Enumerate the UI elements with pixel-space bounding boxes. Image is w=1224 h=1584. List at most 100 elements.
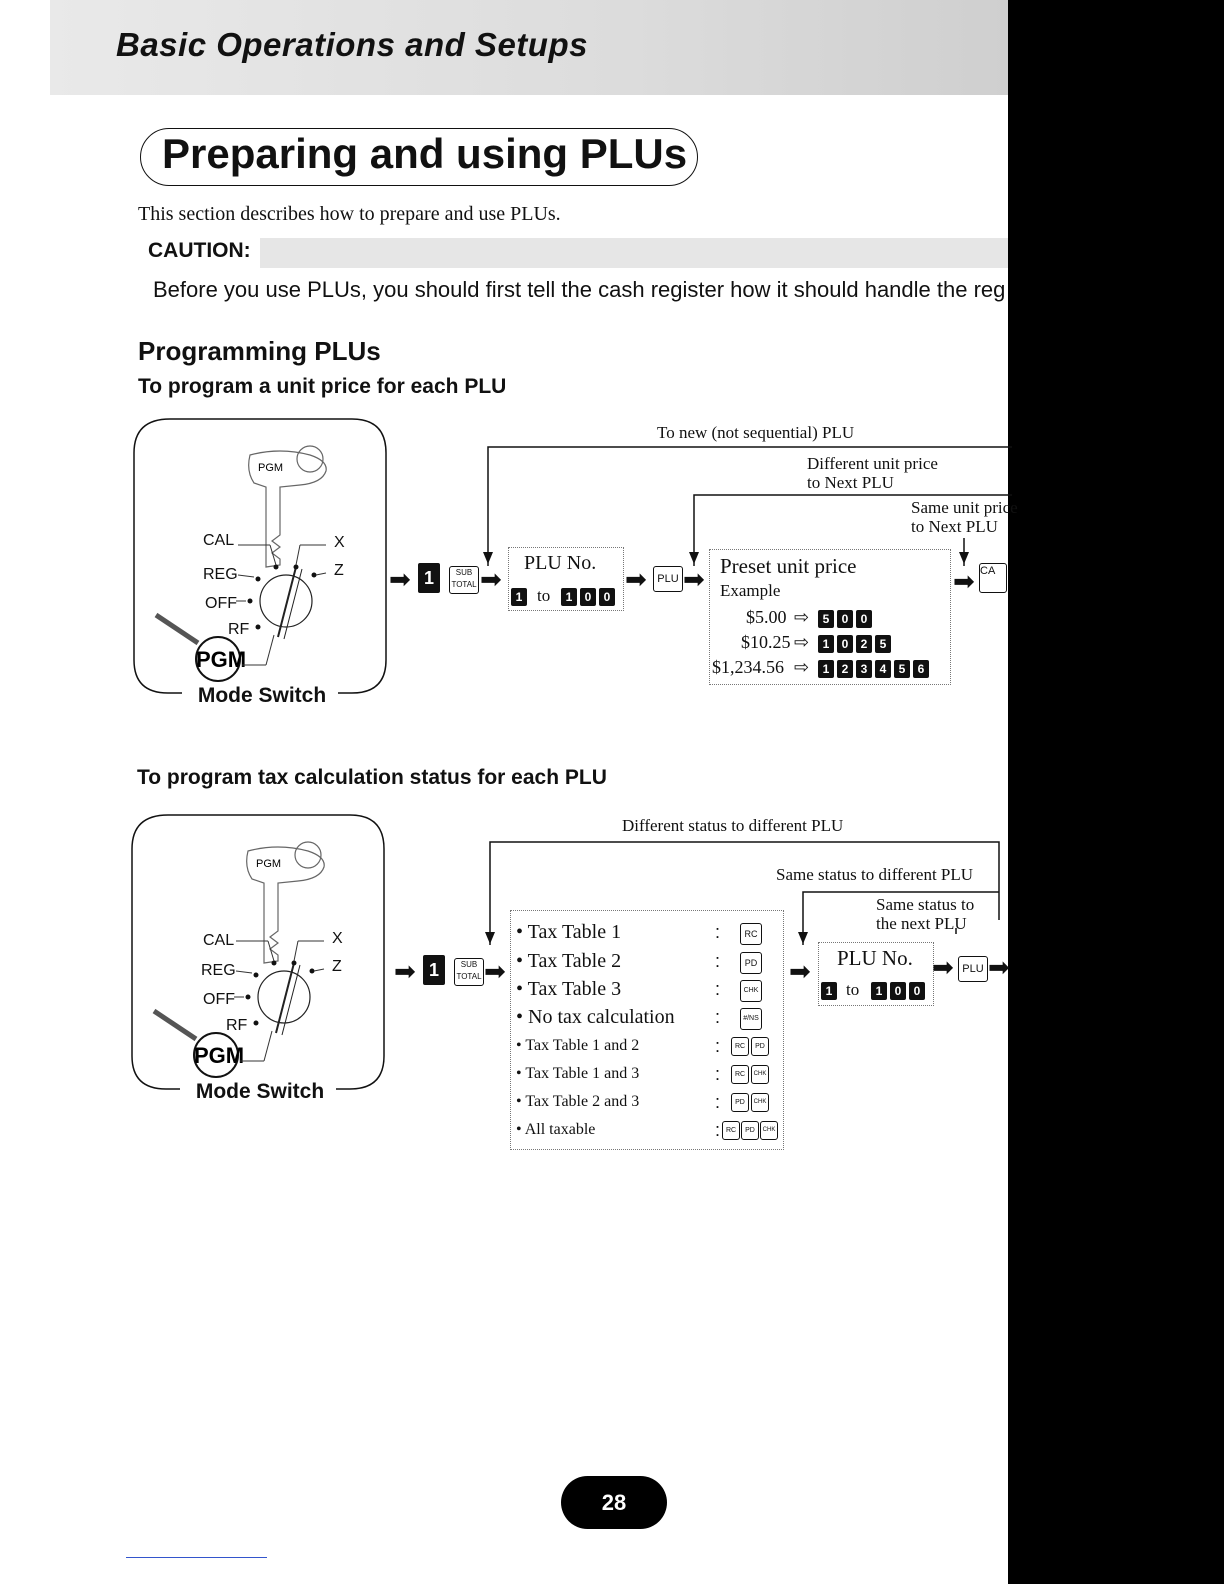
scan-edge-shadow (1008, 0, 1224, 1584)
digit-key: 1 (511, 588, 527, 606)
chk-key: CHK (760, 1121, 778, 1140)
caution-band (260, 238, 1008, 268)
loop-same-price-2: to Next PLU (911, 517, 998, 536)
pos-z: Z (332, 958, 342, 975)
subtotal-key: SUB TOTAL (449, 566, 479, 594)
tax-row-label: • Tax Table 1 (516, 921, 622, 943)
pos-reg: REG (203, 566, 238, 583)
mode-switch-illustration: PGM PGM CAL REG OFF RF X Z Mode Switch (130, 415, 392, 715)
digit-key: 1 (561, 588, 577, 606)
pd-key: PD (740, 952, 762, 974)
mode-switch-label: Mode Switch (188, 1080, 332, 1104)
digit-key: 1 (871, 982, 887, 1000)
chk-key: CHK (740, 980, 762, 1002)
caution-text: Before you use PLUs, you should first te… (153, 277, 1006, 302)
subtotal-key: SUB TOTAL (454, 958, 484, 986)
pos-rf: RF (228, 621, 250, 638)
rc-key: RC (731, 1065, 749, 1084)
example-label: Example (720, 581, 781, 600)
colon: : (715, 1007, 721, 1027)
loop-next-2: the next PLU (876, 914, 967, 933)
header-title: Basic Operations and Setups (116, 26, 588, 63)
tax-row-label: • All taxable (516, 1121, 596, 1138)
flow-loop-lines-2 (485, 841, 1000, 945)
hollow-arrow-icon: ⇨ (794, 632, 810, 652)
pos-cal: CAL (203, 932, 235, 949)
pos-reg: REG (201, 962, 236, 979)
loop-diff-price-1: Different unit price (807, 454, 938, 473)
digit-key: 0 (837, 635, 853, 653)
loop-same-price-1: Same unit price (911, 498, 1018, 517)
page-title: Preparing and using PLUs (162, 130, 688, 177)
chk-key: CHK (751, 1065, 769, 1084)
digit-key: 1 (818, 635, 834, 653)
pos-x: X (332, 930, 343, 947)
colon: : (715, 922, 721, 942)
pos-z: Z (334, 562, 344, 579)
mode-switch-illustration: PGM PGM CAL REG OFF RF X Z Mode Switch (128, 811, 390, 1111)
digit-key: 2 (837, 660, 853, 678)
plu-no-label: PLU No. (837, 946, 913, 970)
digit-key: 3 (856, 660, 872, 678)
pd-key: PD (731, 1093, 749, 1112)
digit-key: 0 (909, 982, 925, 1000)
arrow-right-icon: ➡ (484, 956, 506, 986)
digit-key: 6 (913, 660, 929, 678)
pos-off: OFF (205, 595, 237, 612)
tax-row-label: • Tax Table 2 and 3 (516, 1093, 640, 1110)
colon: : (715, 979, 721, 999)
loop-same-status: Same status to different PLU (776, 865, 974, 884)
digit-key: 0 (580, 588, 596, 606)
caution-label: CAUTION: (148, 239, 251, 262)
arrow-right-icon: ➡ (480, 564, 502, 594)
pos-rf: RF (226, 1017, 248, 1034)
subsection-title-unit-price: To program a unit price for each PLU (138, 375, 507, 398)
arrow-right-icon: ➡ (789, 956, 811, 986)
example-price: $5.00 (746, 607, 787, 627)
rc-key: RC (731, 1037, 749, 1056)
page-number: 28 (561, 1476, 667, 1529)
arrow-right-icon: ➡ (683, 564, 705, 594)
key-1: 1 (418, 563, 440, 593)
tax-status-box (510, 910, 784, 1150)
pd-key: PD (751, 1037, 769, 1056)
digit-key: 0 (856, 610, 872, 628)
mode-badge: PGM (196, 647, 246, 672)
plu-no-label: PLU No. (524, 552, 597, 574)
arrow-right-icon: ➡ (932, 952, 954, 982)
loop-next-1: Same status to (876, 895, 975, 914)
rc-key: RC (740, 923, 762, 945)
to-label: to (846, 980, 860, 999)
subsection-title-tax-status: To program tax calculation status for ea… (137, 766, 607, 789)
example-price: $10.25 (741, 632, 791, 652)
tax-row-label: • Tax Table 2 (516, 950, 622, 972)
key-label: PGM (256, 858, 281, 870)
header-band (50, 0, 1010, 95)
to-label: to (537, 586, 551, 605)
arrow-right-icon: ➡ (389, 564, 411, 594)
hollow-arrow-icon: ⇨ (794, 607, 810, 627)
flow-loop-lines-1 (483, 446, 1012, 566)
tax-row-label: • Tax Table 1 and 2 (516, 1037, 640, 1054)
colon: : (715, 951, 721, 971)
digit-key: 5 (818, 610, 834, 628)
pos-cal: CAL (203, 532, 235, 549)
arrow-right-icon: ➡ (988, 952, 1010, 982)
colon: : (715, 1064, 721, 1084)
mode-switch-drawing: PGM PGM (133, 418, 387, 694)
digit-key: 5 (875, 635, 891, 653)
preset-title: Preset unit price (720, 554, 857, 578)
loop-diff-status: Different status to different PLU (622, 816, 844, 835)
mode-switch-label: Mode Switch (190, 684, 334, 708)
tax-row-label: • Tax Table 1 and 3 (516, 1065, 640, 1082)
hollow-arrow-icon: ⇨ (794, 657, 810, 677)
mode-switch-drawing: PGM PGM (131, 814, 385, 1090)
section-title: Programming PLUs (138, 336, 381, 366)
intro-text: This section describes how to prepare an… (138, 203, 561, 225)
preset-price-box: Preset unit price Example $5.00 ⇨ 5 0 0 … (709, 549, 951, 685)
loop-diff-price-2: to Next PLU (807, 473, 894, 492)
loop-new-plu: To new (not sequential) PLU (657, 423, 855, 442)
arrow-right-icon: ➡ (953, 566, 975, 596)
example-price: $1,234.56 (712, 657, 784, 677)
colon: : (715, 1120, 721, 1140)
